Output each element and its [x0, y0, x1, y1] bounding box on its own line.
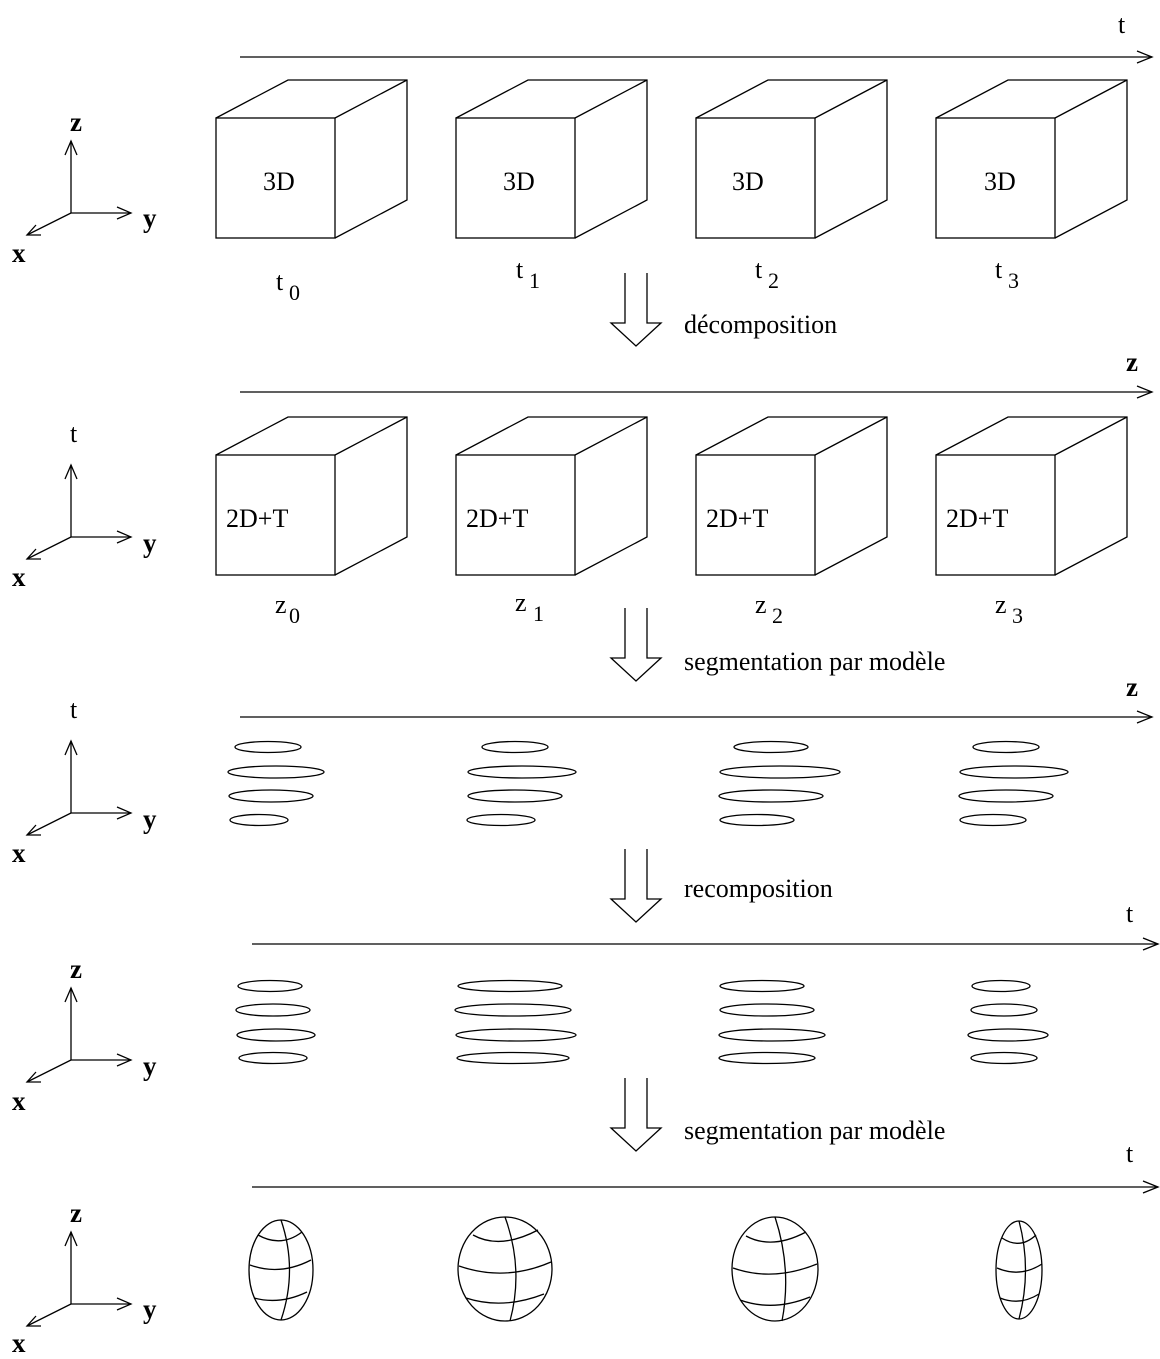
timeline-arrowhead [1136, 385, 1154, 399]
axis-triad: z y x [12, 954, 157, 1116]
slice-stack [454, 979, 577, 1065]
step-label: segmentation par modèle [684, 647, 945, 676]
axis-label-up: z [70, 954, 82, 984]
axis-triad: z y x [12, 1198, 157, 1358]
step-label: recomposition [684, 874, 833, 903]
row-4: t z y x [12, 899, 1160, 1116]
slice-stack [718, 740, 841, 827]
axis-triad: t y x [12, 695, 157, 868]
row-5: t z y x [12, 1139, 1160, 1358]
box-label: 2D+T [946, 504, 1008, 533]
step-arrow: recomposition [609, 849, 833, 923]
axis-label-diag: x [12, 1086, 26, 1116]
timeline-label: z [1126, 672, 1138, 702]
box-label: 2D+T [226, 504, 288, 533]
axis-label-right: y [143, 1051, 157, 1081]
row-3: z t y x [12, 672, 1154, 868]
timeline-label: t [1126, 1139, 1134, 1168]
segmented-surface [731, 1216, 819, 1322]
box-label: 3D [503, 167, 535, 196]
timeline-arrowhead [1136, 50, 1154, 64]
axis-label-right: y [143, 804, 157, 834]
step-arrow: décomposition [609, 273, 837, 347]
axis-label-up: t [70, 695, 78, 724]
axis-label-up: z [70, 107, 82, 137]
slice-stack [718, 979, 826, 1065]
step-label: décomposition [684, 310, 837, 339]
box-label: 3D [732, 167, 764, 196]
timeline-label: t [1118, 10, 1126, 39]
slice-stack [466, 740, 577, 827]
axis-label-diag: x [12, 238, 26, 268]
box-label: 2D+T [706, 504, 768, 533]
timeline-arrowhead [1142, 937, 1160, 951]
segmented-surface [248, 1219, 314, 1321]
slice-stack [958, 740, 1069, 827]
axis-triad: t y x [12, 419, 157, 592]
axis-label-up: t [70, 419, 78, 448]
axis-label-up: z [70, 1198, 82, 1228]
axis-label-right: y [143, 203, 157, 233]
box-label: 3D [263, 167, 295, 196]
slice-stack [967, 979, 1049, 1065]
segmented-surface [457, 1216, 553, 1322]
axis-label-right: y [143, 1294, 157, 1324]
timeline-arrowhead [1142, 1180, 1160, 1194]
step-arrow: segmentation par modèle [609, 608, 945, 682]
axis-label-right: y [143, 528, 157, 558]
slice-stack [235, 979, 316, 1065]
segmented-surface [995, 1220, 1043, 1320]
box-label: 2D+T [466, 504, 528, 533]
axis-triad: z y x [12, 107, 157, 268]
slice-stack [227, 740, 325, 827]
box-label: 3D [984, 167, 1016, 196]
step-label: segmentation par modèle [684, 1116, 945, 1145]
step-arrow: segmentation par modèle [609, 1078, 945, 1152]
timeline-label: t [1126, 899, 1134, 928]
axis-label-diag: x [12, 838, 26, 868]
timeline-arrowhead [1136, 710, 1154, 724]
axis-label-diag: x [12, 1328, 26, 1354]
timeline-label: z [1126, 347, 1138, 377]
axis-label-diag: x [12, 562, 26, 592]
